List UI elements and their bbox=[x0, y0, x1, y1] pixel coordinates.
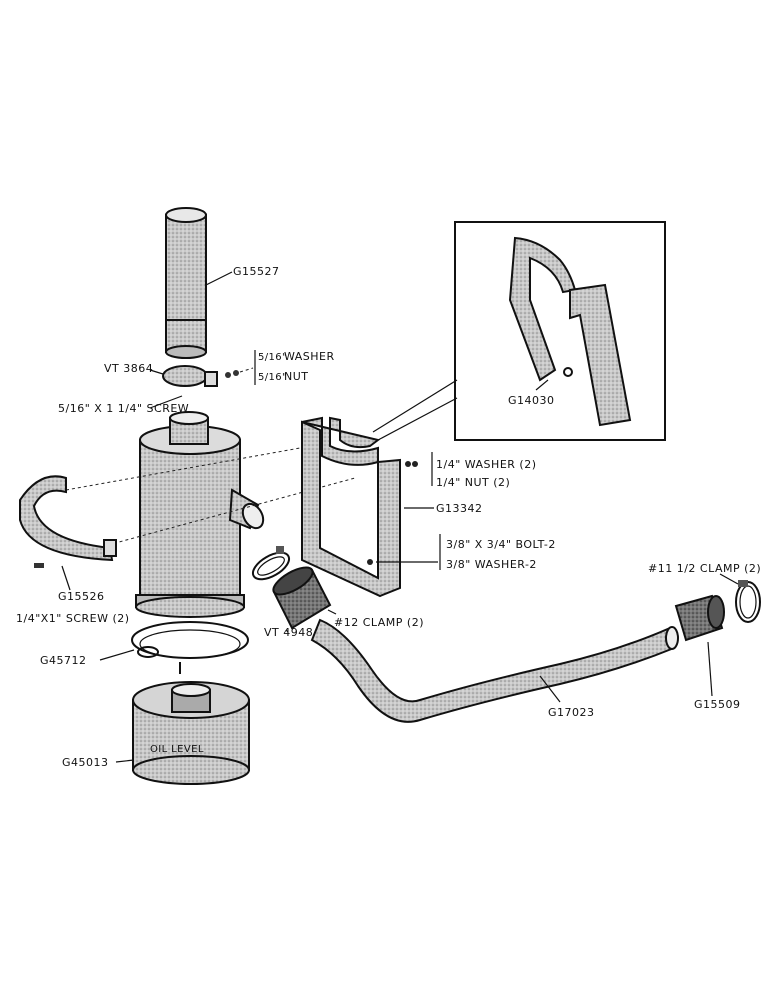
label-g45013: G45013 bbox=[62, 756, 109, 769]
alignment-line-2 bbox=[107, 477, 356, 546]
clamp-vt3864 bbox=[162, 365, 239, 387]
label-washer-top-size: 5/16" bbox=[258, 352, 287, 363]
label-g15527: G15527 bbox=[233, 265, 280, 278]
washer-icon bbox=[225, 372, 231, 378]
tube-g17023 bbox=[310, 618, 679, 723]
hose-vt4948 bbox=[272, 566, 332, 630]
label-g15509: G15509 bbox=[694, 698, 741, 711]
label-nut-top-size: 5/16" bbox=[258, 372, 287, 383]
bracket-g13342 bbox=[301, 416, 401, 598]
label-nut-2: 1/4" NUT (2) bbox=[436, 476, 510, 489]
hose-clamp-11-half bbox=[735, 580, 761, 623]
label-g13342: G13342 bbox=[436, 502, 483, 515]
label-bolt-2: 3/8" X 3/4" BOLT-2 bbox=[446, 538, 556, 551]
mounting-band-g15526 bbox=[19, 475, 117, 562]
air-cleaner-body bbox=[135, 411, 265, 618]
hose-clamp-12 bbox=[251, 546, 291, 581]
label-g45712: G45712 bbox=[40, 654, 87, 667]
label-vt4948: VT 4948 bbox=[264, 626, 313, 639]
oil-cup-g45013 bbox=[132, 681, 250, 785]
label-g14030: G14030 bbox=[508, 394, 555, 407]
label-screw-top: 5/16" X 1 1/4" SCREW bbox=[58, 402, 189, 415]
alignment-line-1 bbox=[65, 447, 301, 491]
inset-detail bbox=[372, 221, 666, 441]
label-nut-top: NUT bbox=[284, 370, 309, 383]
label-oil-level: OIL LEVEL bbox=[150, 744, 204, 755]
label-clamp12: #12 CLAMP (2) bbox=[334, 616, 424, 629]
screw-icon bbox=[34, 563, 44, 568]
label-clamp11: #11 1/2 CLAMP (2) bbox=[648, 562, 761, 575]
hose-g15509 bbox=[674, 594, 725, 642]
label-screw-2: 1/4"X1" SCREW (2) bbox=[16, 612, 130, 625]
label-washer-top: WASHER bbox=[284, 350, 335, 363]
label-g15526: G15526 bbox=[58, 590, 105, 603]
intake-pipe-g15527 bbox=[165, 207, 207, 359]
label-g17023: G17023 bbox=[548, 706, 595, 719]
label-washer-2: 1/4" WASHER (2) bbox=[436, 458, 536, 471]
label-vt3864: VT 3864 bbox=[104, 362, 153, 375]
gasket-g45712 bbox=[131, 621, 249, 674]
leader-g15527 bbox=[205, 271, 233, 286]
nut-icon bbox=[233, 370, 239, 376]
label-washer-bolt: 3/8" WASHER-2 bbox=[446, 558, 537, 571]
washer-nut-icons bbox=[405, 461, 418, 467]
